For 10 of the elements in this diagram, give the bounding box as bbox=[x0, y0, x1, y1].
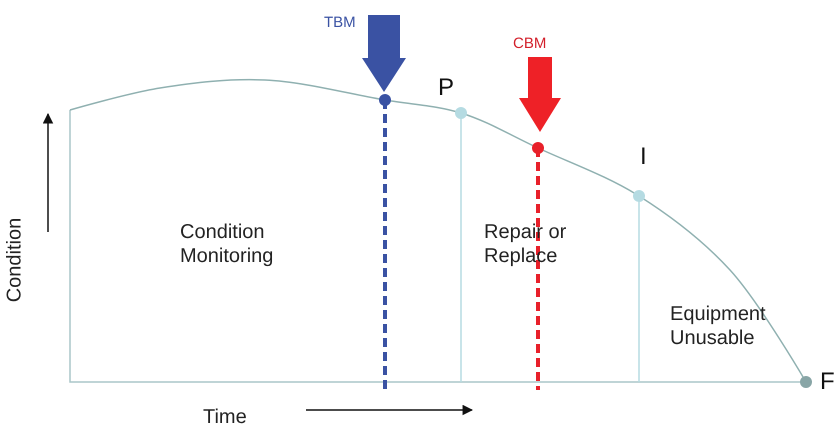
point-label: P bbox=[438, 74, 454, 103]
point-label: I bbox=[640, 143, 647, 172]
axis-label: Condition bbox=[2, 218, 26, 302]
axis-label: Time bbox=[203, 405, 247, 429]
point-label: F bbox=[820, 368, 835, 397]
arrow-label: TBM bbox=[324, 14, 356, 32]
region-label: Condition Monitoring bbox=[180, 220, 274, 268]
region-label: Equipment Unusable bbox=[670, 302, 767, 350]
region-label: Repair or Replace bbox=[484, 220, 568, 268]
arrow-label: CBM bbox=[513, 35, 546, 53]
